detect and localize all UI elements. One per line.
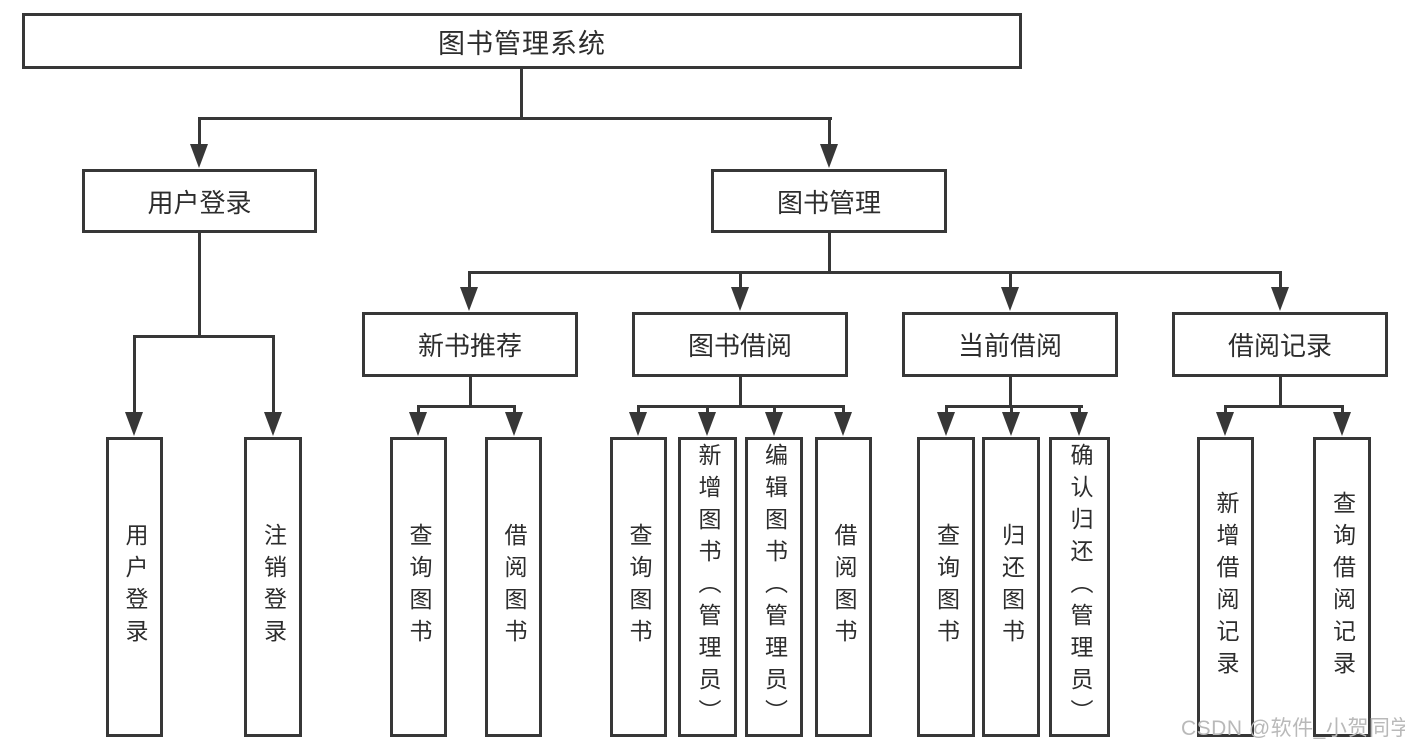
arrow-down-icon <box>190 144 208 168</box>
node-label: 新增借阅记录 <box>1213 491 1239 683</box>
connector-line <box>132 337 136 414</box>
node-logout-action: 注销登录 <box>244 437 302 737</box>
node-query-books-current: 查询图书 <box>917 437 975 737</box>
connector-line <box>1008 377 1012 407</box>
node-label: 借阅图书 <box>501 523 527 651</box>
arrow-down-icon <box>125 412 143 436</box>
node-label: 新增图书（管理员） <box>695 443 721 731</box>
connector-line <box>841 406 845 414</box>
node-new-book-recommend: 新书推荐 <box>362 312 578 377</box>
connector-line <box>1077 406 1081 414</box>
connector-line <box>1223 405 1344 408</box>
connector-line <box>772 406 776 414</box>
connector-line <box>197 118 201 146</box>
connector-line <box>271 337 275 414</box>
node-current-borrowing: 当前借阅 <box>902 312 1118 377</box>
arrow-down-icon <box>1216 412 1234 436</box>
arrow-down-icon <box>409 412 427 436</box>
connector-line <box>738 377 742 407</box>
arrow-down-icon <box>460 287 478 311</box>
arrow-down-icon <box>731 287 749 311</box>
csdn-watermark: CSDN @软件_小贺同学 <box>1181 717 1405 740</box>
connector-line <box>944 406 948 414</box>
node-query-books-borrowing: 查询图书 <box>610 437 667 737</box>
arrow-down-icon <box>264 412 282 436</box>
arrow-down-icon <box>505 412 523 436</box>
connector-line <box>468 377 472 407</box>
connector-line <box>197 233 201 337</box>
node-label: 借阅记录 <box>1227 331 1332 361</box>
node-return-books: 归还图书 <box>982 437 1040 737</box>
connector-line <box>467 272 471 289</box>
connector-line <box>519 68 523 118</box>
node-root: 图书管理系统 <box>22 13 1022 69</box>
connector-line <box>827 118 831 146</box>
node-book-borrowing: 图书借阅 <box>632 312 848 377</box>
connector-line <box>1340 406 1344 414</box>
node-label: 用户登录 <box>147 187 252 218</box>
arrow-down-icon <box>1333 412 1351 436</box>
arrow-down-icon <box>1271 287 1289 311</box>
node-label: 确认归还（管理员） <box>1067 443 1093 731</box>
arrow-down-icon <box>1001 287 1019 311</box>
connector-line <box>827 233 831 274</box>
arrow-down-icon <box>765 412 783 436</box>
arrow-down-icon <box>820 144 838 168</box>
node-label: 图书管理 <box>776 187 881 218</box>
node-borrowing-records: 借阅记录 <box>1172 312 1388 377</box>
connector-line <box>512 406 516 414</box>
node-label: 注销登录 <box>260 523 287 651</box>
node-query-borrow-record: 查询借阅记录 <box>1313 437 1371 737</box>
connector-line <box>1223 406 1227 414</box>
node-user-login-action: 用户登录 <box>106 437 163 737</box>
node-query-books-recommend: 查询图书 <box>390 437 447 737</box>
connector-line <box>1008 272 1012 289</box>
arrow-down-icon <box>1002 412 1020 436</box>
node-label: 查询借阅记录 <box>1329 491 1356 683</box>
arrow-down-icon <box>698 412 716 436</box>
node-confirm-return-admin: 确认归还（管理员） <box>1049 437 1110 737</box>
connector-line <box>416 405 516 408</box>
arrow-down-icon <box>629 412 647 436</box>
arrow-down-icon <box>834 412 852 436</box>
node-label: 图书管理系统 <box>438 28 606 59</box>
connector-line <box>197 117 832 120</box>
node-book-management: 图书管理 <box>711 169 947 233</box>
node-edit-books-admin: 编辑图书（管理员） <box>745 437 803 737</box>
arrow-down-icon <box>1070 412 1088 436</box>
connector-line <box>1278 377 1282 407</box>
node-label: 借阅图书 <box>831 523 857 651</box>
node-label: 编辑图书（管理员） <box>761 443 788 731</box>
connector-line <box>132 335 275 338</box>
node-label: 新书推荐 <box>417 331 522 361</box>
node-add-borrow-record: 新增借阅记录 <box>1197 437 1254 737</box>
arrow-down-icon <box>937 412 955 436</box>
node-label: 图书借阅 <box>687 331 792 361</box>
connector-line <box>467 271 1282 274</box>
connector-line <box>1009 406 1013 414</box>
node-label: 查询图书 <box>626 523 652 651</box>
node-borrow-books-recommend: 借阅图书 <box>485 437 542 737</box>
node-label: 用户登录 <box>122 523 148 651</box>
connector-line <box>944 405 1083 408</box>
connector-line <box>636 405 845 408</box>
node-user-login: 用户登录 <box>82 169 317 233</box>
node-label: 查询图书 <box>406 523 432 651</box>
connector-line <box>416 406 420 414</box>
connector-line <box>636 406 640 414</box>
node-label: 当前借阅 <box>957 331 1062 361</box>
connector-line <box>1278 272 1282 289</box>
connector-line <box>705 406 709 414</box>
connector-line <box>738 272 742 289</box>
node-add-books-admin: 新增图书（管理员） <box>678 437 737 737</box>
node-label: 查询图书 <box>933 523 960 651</box>
node-label: 归还图书 <box>998 523 1025 651</box>
node-borrow-books-borrowing: 借阅图书 <box>815 437 872 737</box>
